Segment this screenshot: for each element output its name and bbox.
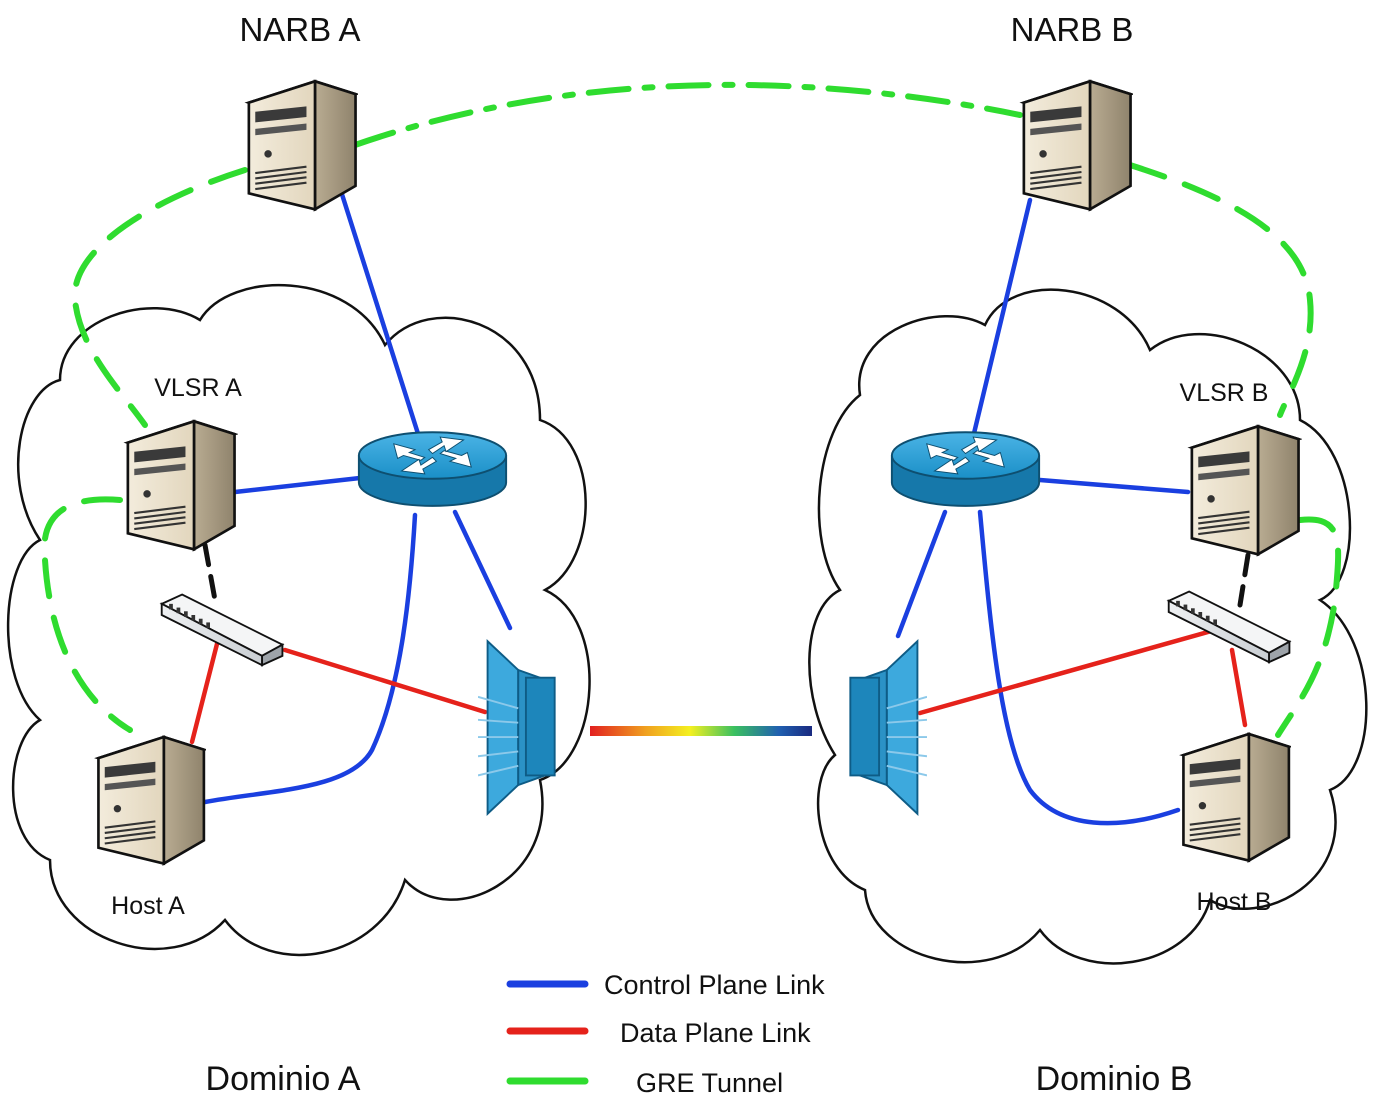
vlsr-b-label: VLSR B xyxy=(1180,379,1269,407)
domain-a-cloud xyxy=(6,283,591,957)
vlsr-a-label: VLSR A xyxy=(154,374,242,402)
domain-b-cloud xyxy=(808,288,1368,965)
vlsr-a-switch-link xyxy=(202,542,218,603)
control-link-router-a-optical-a xyxy=(452,509,513,631)
data-link-switch-b-host-b xyxy=(1229,647,1248,728)
domain-b-label: Dominio B xyxy=(1036,1060,1193,1098)
host-a-server-icon xyxy=(97,735,206,865)
vlsr-b-switch-link xyxy=(1237,552,1251,608)
data-link-optical-b-switch-b xyxy=(917,627,1218,716)
control-link-router-b-optical-b xyxy=(895,509,948,639)
control-link-host-a-router-a xyxy=(202,512,418,805)
control-link-vlsr-a-router-a xyxy=(232,475,363,495)
gre-tunnel-narb-b-vlsr-b xyxy=(1127,162,1314,418)
legend: Control Plane Link Data Plane Link GRE T… xyxy=(506,970,825,1098)
narb-b-server-icon xyxy=(1022,79,1132,211)
host-a-label: Host A xyxy=(111,892,185,920)
gre-tunnel-narb-a-vlsr-a xyxy=(71,167,248,428)
gre-tunnel-vlsr-a-host-a xyxy=(41,496,133,733)
data-link-switch-a-optical-a xyxy=(282,647,488,715)
vlsr-switch-connections xyxy=(202,542,1251,608)
router-a-icon xyxy=(357,431,508,507)
vlsr-b-server-icon xyxy=(1190,424,1300,556)
host-b-label: Host B xyxy=(1196,888,1271,916)
gre-tunnel-narb-a-narb-b xyxy=(352,81,1023,148)
narb-b-label: NARB B xyxy=(1011,11,1134,48)
router-b-icon xyxy=(890,431,1041,507)
legend-label-data-plane: Data Plane Link xyxy=(620,1018,811,1048)
domain-a-label: Dominio A xyxy=(206,1060,361,1098)
legend-label-control-plane: Control Plane Link xyxy=(604,970,825,1000)
inter-domain-optical-link xyxy=(590,726,812,736)
data-plane-links xyxy=(189,627,1248,745)
data-link-switch-a-host-a xyxy=(189,637,221,745)
gre-tunnels xyxy=(41,81,1342,738)
host-b-server-icon xyxy=(1182,732,1291,862)
gre-tunnel-vlsr-b-host-b xyxy=(1275,516,1342,738)
control-plane-links xyxy=(202,185,1191,826)
legend-label-gre-tunnel: GRE Tunnel xyxy=(636,1068,783,1098)
control-link-narb-b-router-b xyxy=(967,197,1033,453)
narb-a-label: NARB A xyxy=(239,11,360,48)
narb-a-server-icon xyxy=(247,79,357,211)
control-link-vlsr-b-router-b xyxy=(1037,477,1191,495)
control-link-narb-a-router-a xyxy=(337,185,423,443)
vlsr-a-server-icon xyxy=(126,419,236,551)
control-link-host-b-router-b xyxy=(977,509,1181,826)
